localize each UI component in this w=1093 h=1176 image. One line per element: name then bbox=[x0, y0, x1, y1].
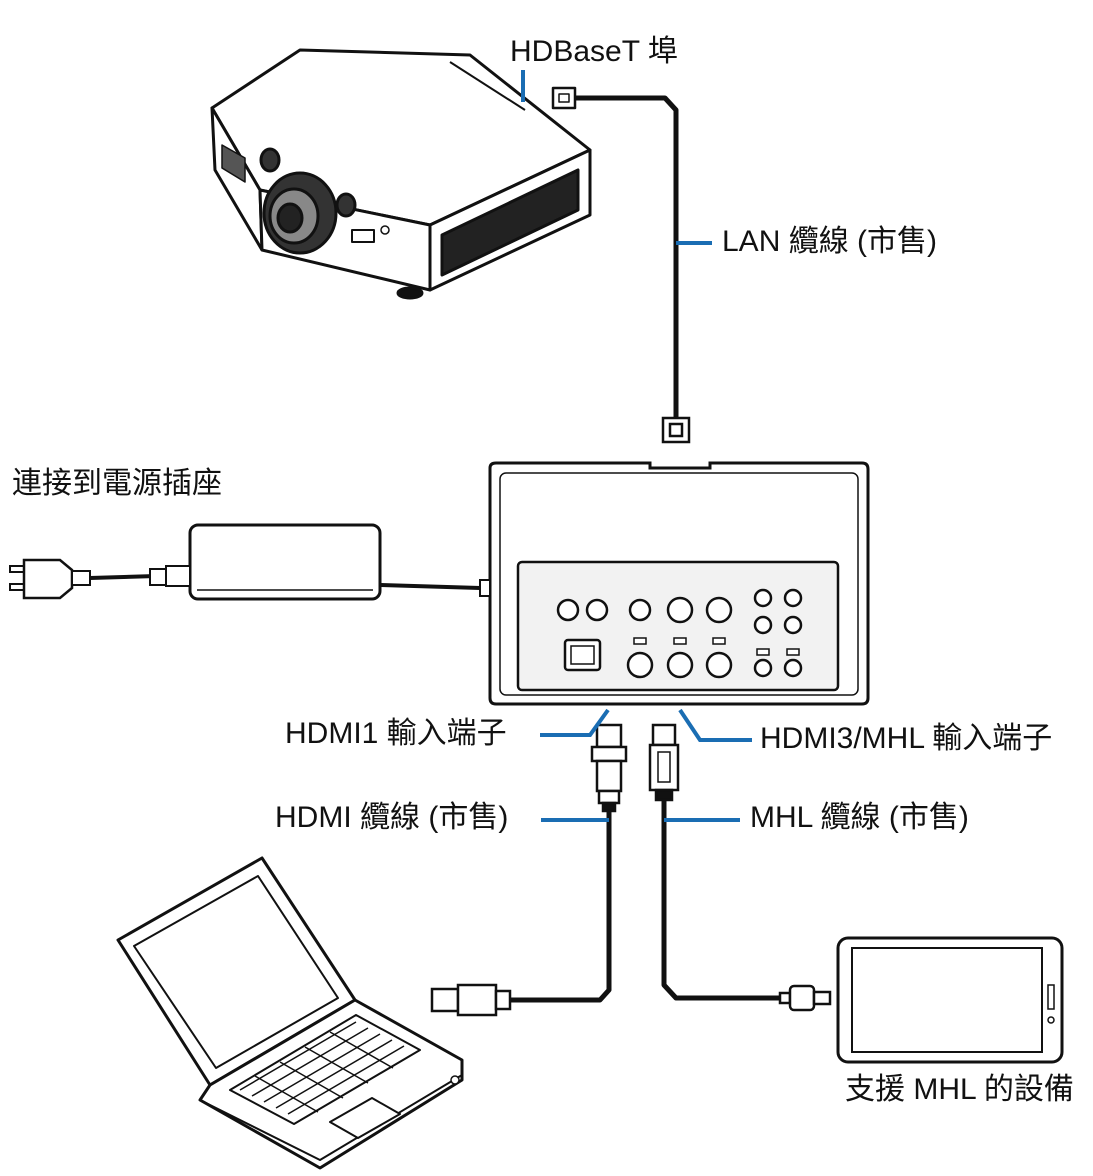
hdmi-connector-icon bbox=[590, 723, 628, 813]
hdmi-cable-end-connector-icon bbox=[430, 983, 512, 1017]
projector-icon bbox=[210, 48, 592, 300]
power-outlet-label: 連接到電源插座 bbox=[12, 467, 222, 500]
hdmi-cable-label: HDMI 纜線 (市售) bbox=[275, 801, 509, 834]
leader-lines bbox=[540, 708, 752, 822]
ac-adapter-icon bbox=[188, 523, 382, 601]
lan-cable bbox=[575, 95, 679, 420]
mhl-cable bbox=[661, 800, 780, 1001]
hdmi3-mhl-input-label: HDMI3/MHL 輸入端子 bbox=[760, 722, 1053, 755]
mhl-cable-label: MHL 纜線 (市售) bbox=[750, 801, 969, 834]
hdmi1-input-label: HDMI1 輸入端子 bbox=[285, 717, 507, 750]
power-plug-icon bbox=[9, 558, 191, 600]
hdmi-cable bbox=[510, 811, 612, 1003]
micro-usb-connector-icon bbox=[778, 984, 832, 1012]
tablet-icon bbox=[836, 936, 1064, 1064]
hdbaset-port-label: HDBaseT 埠 bbox=[510, 35, 678, 68]
lan-cable-label: LAN 纜線 (市售) bbox=[722, 225, 938, 258]
mhl-device-label: 支援 MHL 的設備 bbox=[845, 1073, 1074, 1106]
laptop-icon bbox=[116, 856, 464, 1170]
rj45-connector-icon bbox=[661, 416, 691, 444]
switcher-box-icon bbox=[479, 461, 870, 706]
mhl-connector-icon bbox=[648, 723, 680, 802]
